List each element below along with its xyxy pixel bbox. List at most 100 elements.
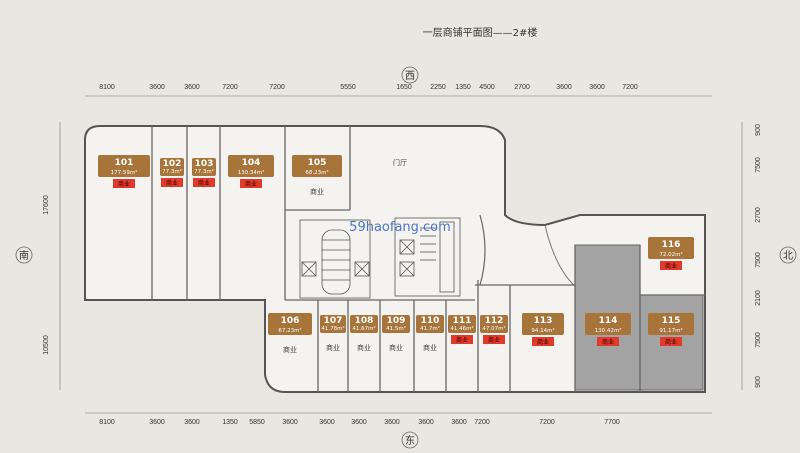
use-label-bg [193,178,215,187]
dimension-left-1: 10500 [43,335,50,355]
shop-area: 41.46m² [450,325,473,332]
shop-area: 130.34m² [238,169,265,176]
shop-use: 商业 [357,343,371,352]
dimension-bottom-1: 3600 [149,419,165,426]
shop-area: 91.17m² [659,327,682,334]
shop-number: 112 [485,316,504,326]
shop-use: 商业 [537,338,549,346]
use-label-bg [451,335,473,344]
use-label-bg [660,261,682,270]
dimension-right-0: 900 [755,124,762,136]
shop-tag [268,313,312,335]
dimension-bottom-13: 7700 [604,419,620,426]
dimension-bottom-5: 3600 [282,419,298,426]
shop-tag [648,313,694,335]
shop-area: 177.59m² [111,169,138,176]
svg-text:北: 北 [783,250,793,262]
shop-use: 商业 [665,338,677,346]
shop-tag [448,315,476,333]
dimension-top-2: 3600 [184,84,200,91]
dimension-bottom-3: 1350 [222,419,238,426]
shop-number: 110 [421,316,440,326]
compass-north: 北 [779,246,797,264]
use-label-bg [532,337,554,346]
compass-west: 西 [401,66,419,84]
shop-number: 116 [662,240,681,250]
shop-number: 107 [324,316,343,326]
dimension-top-1: 3600 [149,84,165,91]
dimension-bottom-11: 7200 [474,419,490,426]
dimension-right-5: 7500 [755,332,762,348]
shop-use: 商业 [245,180,257,188]
use-label-bg [161,178,183,187]
shop-number: 102 [163,159,182,169]
dimension-top-5: 5550 [340,84,356,91]
dimension-top-13: 7200 [622,84,638,91]
use-label-bg [240,179,262,188]
dimension-top-9: 4500 [479,84,495,91]
shop-use: 商业 [118,180,130,188]
shop-tag [320,315,346,333]
shop-use: 商业 [456,336,468,344]
shop-tag [350,315,378,333]
shop-number: 101 [115,158,134,168]
shop-tag [522,313,564,335]
shop-number: 106 [281,316,300,326]
shop-area: 41.78m² [321,325,344,332]
shop-use: 商业 [283,345,297,354]
shop-tag [160,158,184,176]
shop-use: 商业 [488,336,500,344]
dimension-bottom-10: 3600 [451,419,467,426]
dimension-bottom-6: 3600 [319,419,335,426]
shop-use: 商业 [665,262,677,270]
svg-text:东: 东 [405,434,415,447]
shop-area: 77.3m² [194,168,214,175]
shop-tag [228,155,274,177]
svg-text:南: 南 [19,249,29,262]
core-area [299,217,461,299]
dimension-right-4: 2100 [755,290,762,306]
shop-tag [480,315,508,333]
dimension-bottom-7: 3600 [351,419,367,426]
compass-east: 东 [401,431,419,449]
dimension-top-4: 7200 [269,84,285,91]
svg-text:西: 西 [405,71,415,82]
dimension-top-0: 8100 [99,84,115,91]
shop-use: 商业 [389,343,403,352]
shop-use: 商业 [310,187,324,196]
shop-use: 商业 [198,179,210,187]
dimension-right-1: 7500 [755,157,762,173]
shop-tag [192,158,216,176]
dimension-top-10: 2700 [514,84,530,91]
shop-tag [382,315,410,333]
watermark: 59haofang.com [349,220,451,235]
shop-number: 108 [355,316,374,326]
shop-area: 94.14m² [531,327,554,334]
dimension-right-3: 7500 [755,252,762,268]
dimension-bottom-12: 7200 [539,419,555,426]
dimension-top-3: 7200 [222,84,238,91]
dimension-bottom-9: 3600 [418,419,434,426]
shop-use: 商业 [326,343,340,352]
